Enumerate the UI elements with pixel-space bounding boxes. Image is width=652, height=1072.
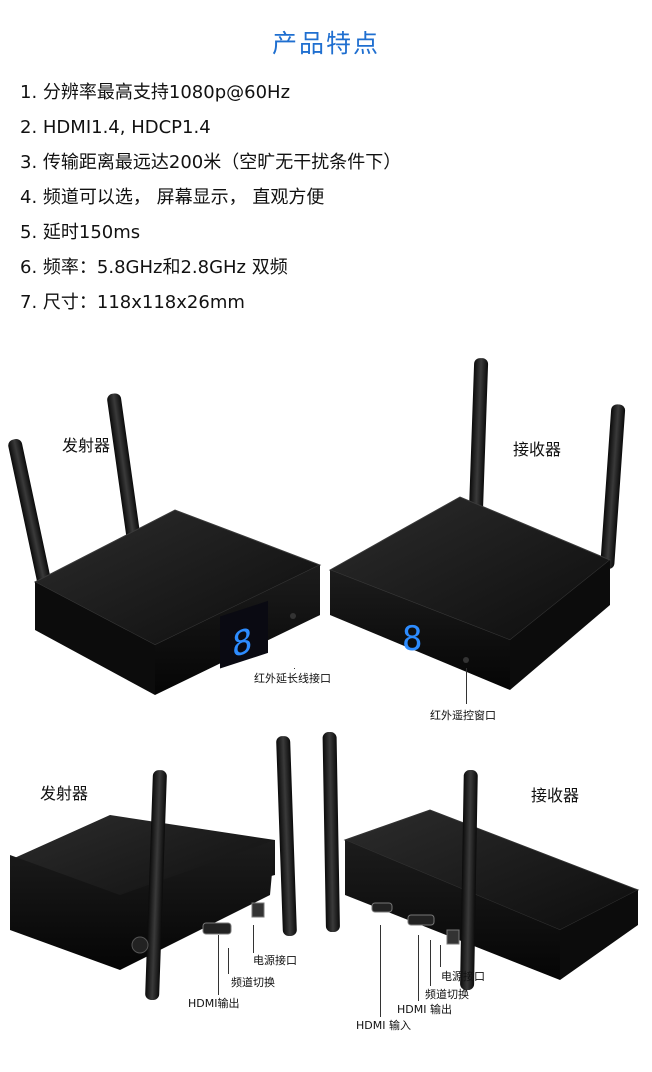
callout-line [418, 935, 419, 1001]
callout-line [380, 925, 381, 1017]
callout-line [440, 945, 441, 967]
hdmi-port-icon [371, 902, 393, 913]
feature-item: 3. 传输距离最远达200米（空旷无干扰条件下） [20, 152, 402, 173]
page-title: 产品特点 [271, 29, 380, 58]
hdmi-port-icon [202, 922, 232, 935]
tx-power-callout: 电源接口 [253, 954, 297, 967]
feature-item: 7. 尺寸：118x118x26mm [20, 292, 245, 313]
power-port-icon [251, 902, 265, 918]
feature-list: 1. 分辨率最高支持1080p@60Hz 2. HDMI1.4, HDCP1.4… [20, 78, 401, 323]
antenna-icon [322, 732, 340, 933]
antenna-icon [145, 770, 167, 1001]
ir-extension-callout: 红外延长线接口 [254, 672, 331, 685]
rx-hdmi-input-callout: HDMI 输入 [356, 1019, 411, 1032]
bottom-devices-illustration [10, 732, 640, 1001]
transmitter-device: 8 [8, 393, 322, 695]
antenna-icon [600, 404, 626, 570]
callout-line [430, 940, 431, 986]
feature-item: 5. 延时150ms [20, 222, 141, 243]
receiver-rear-label: 接收器 [531, 786, 580, 805]
receiver-device: 8 [328, 358, 626, 690]
display-digit: 8 [402, 619, 422, 659]
tx-hdmi-output-callout: HDMI输出 [188, 997, 240, 1010]
feature-item: 2. HDMI1.4, HDCP1.4 [20, 117, 211, 138]
feature-item: 4. 频道可以选， 屏幕显示， 直观方便 [20, 187, 325, 208]
power-port-icon [446, 929, 460, 945]
receiver-rear-device [322, 732, 640, 991]
transmitter-rear-device [10, 736, 297, 1001]
callout-line [253, 925, 254, 953]
antenna-icon [468, 358, 489, 539]
display-panel [220, 600, 268, 669]
antenna-icon [460, 770, 478, 991]
receiver-label: 接收器 [513, 440, 562, 459]
tx-channel-callout: 频道切换 [231, 976, 275, 989]
antenna-icon [107, 393, 144, 563]
feature-item: 1. 分辨率最高支持1080p@60Hz [20, 82, 291, 103]
feature-item: 6. 频率：5.8GHz和2.8GHz 双频 [20, 257, 288, 278]
transmitter-label: 发射器 [62, 436, 111, 455]
top-devices-illustration: 8 8 [8, 358, 626, 695]
ir-window-callout: 红外遥控窗口 [430, 709, 496, 722]
callout-line [466, 668, 467, 704]
callout-line [294, 668, 295, 669]
rx-power-callout: 电源接口 [441, 970, 485, 983]
ir-window-icon [463, 657, 469, 663]
hdmi-port-icon [407, 914, 435, 926]
ir-port-icon [290, 613, 296, 619]
callout-line [218, 935, 219, 995]
callout-line [228, 948, 229, 974]
transmitter-rear-label: 发射器 [40, 784, 89, 803]
rx-channel-callout: 频道切换 [425, 988, 469, 1001]
antenna-icon [8, 439, 52, 592]
channel-switch-icon [131, 936, 149, 954]
display-digit: 8 [232, 621, 252, 667]
rx-hdmi-output-callout: HDMI 输出 [397, 1003, 452, 1016]
antenna-icon [276, 736, 297, 937]
